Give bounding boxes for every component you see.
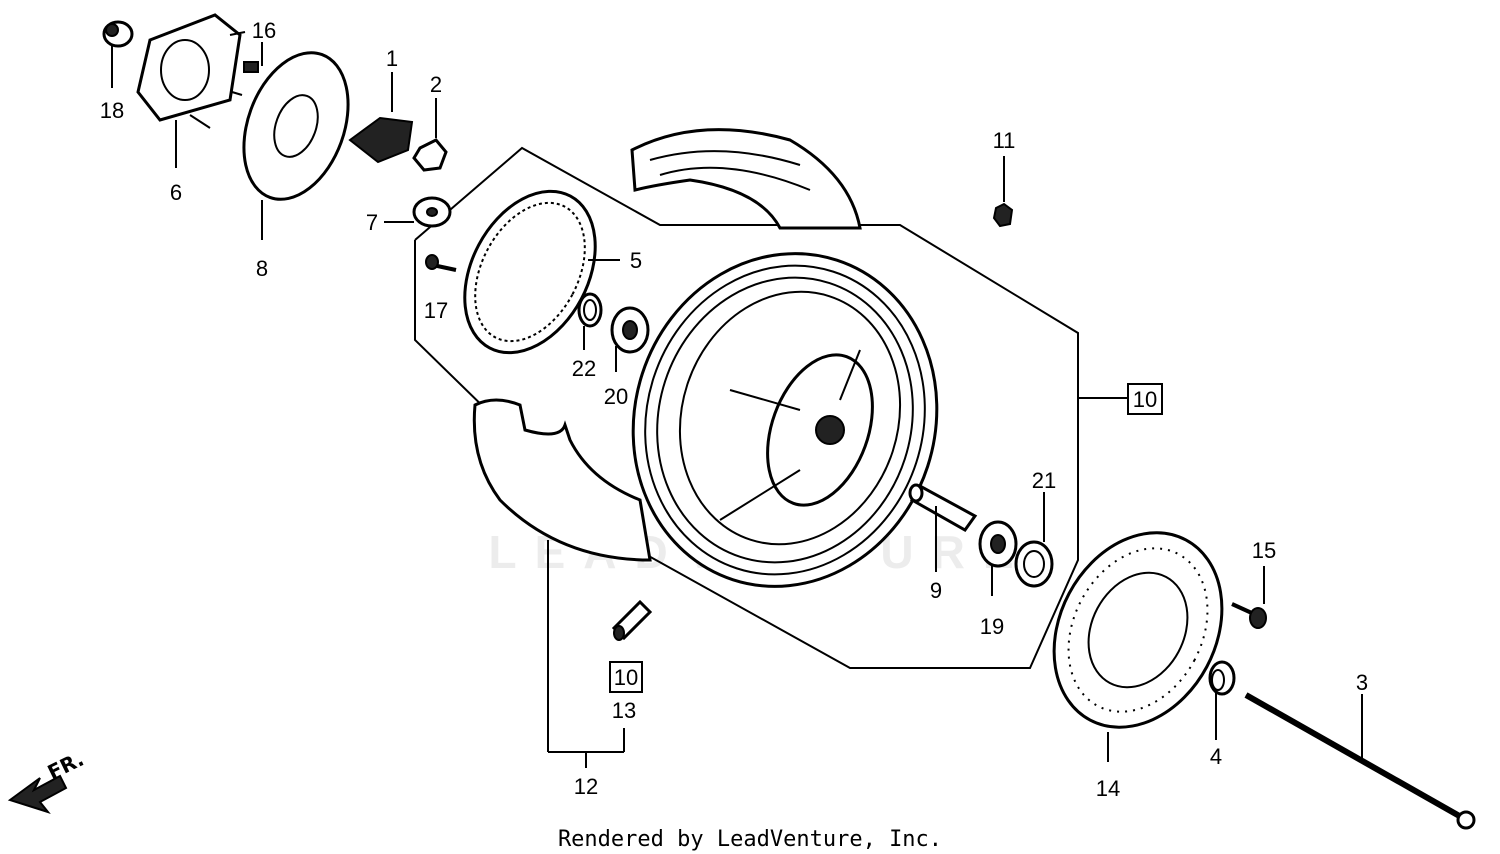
part-15: [1231, 602, 1267, 629]
callout-14: 14: [1096, 776, 1120, 801]
part-4: [1208, 660, 1236, 696]
tire-lower: [472, 398, 652, 562]
callout-12: 12: [574, 774, 598, 799]
callout-4: 4: [1210, 744, 1222, 769]
part-5: [463, 189, 597, 355]
callout-8: 8: [256, 256, 268, 281]
callout-6: 6: [170, 180, 182, 205]
part-8: [242, 51, 350, 201]
front-marker: FR.: [44, 747, 88, 785]
callout-2: 2: [430, 72, 442, 97]
part-16: [243, 61, 259, 73]
callout-13: 13: [612, 698, 636, 723]
svg-text:10: 10: [1133, 387, 1157, 412]
part-19: [978, 520, 1018, 568]
svg-text:10: 10: [614, 665, 638, 690]
part-13: [611, 599, 653, 641]
callout-20: 20: [604, 384, 628, 409]
part-6: [136, 13, 246, 129]
callout-18: 18: [100, 98, 124, 123]
part-11: [992, 202, 1014, 228]
callout-17: 17: [424, 298, 448, 323]
callout-10-lower: 10: [609, 661, 643, 693]
callout-9: 9: [930, 578, 942, 603]
wheel-rim: [631, 252, 939, 588]
part-14: [1052, 531, 1224, 729]
callout-11: 11: [993, 128, 1016, 153]
callout-15: 15: [1252, 538, 1276, 563]
part-17: [425, 254, 457, 272]
part-18: [102, 20, 134, 48]
part-21: [1014, 540, 1054, 588]
callout-5: 5: [630, 248, 642, 273]
part-3: [1244, 692, 1476, 830]
part-22: [577, 292, 603, 328]
callout-10-upper: 10: [1127, 383, 1163, 415]
credit-text: Rendered by LeadVenture, Inc.: [558, 827, 942, 852]
tire-upper: [630, 128, 862, 230]
part-20: [610, 306, 650, 354]
callout-3: 3: [1356, 670, 1368, 695]
callout-1: 1: [386, 46, 398, 71]
part-7: [412, 196, 452, 228]
callout-16: 16: [252, 18, 276, 43]
callout-21: 21: [1032, 468, 1056, 493]
front-arrow-icon: [7, 774, 68, 814]
part-9: [908, 483, 978, 532]
callout-22: 22: [572, 356, 596, 381]
part-2: [412, 138, 448, 172]
part-1: [348, 116, 414, 164]
callout-19: 19: [980, 614, 1004, 639]
callout-7: 7: [366, 210, 378, 235]
